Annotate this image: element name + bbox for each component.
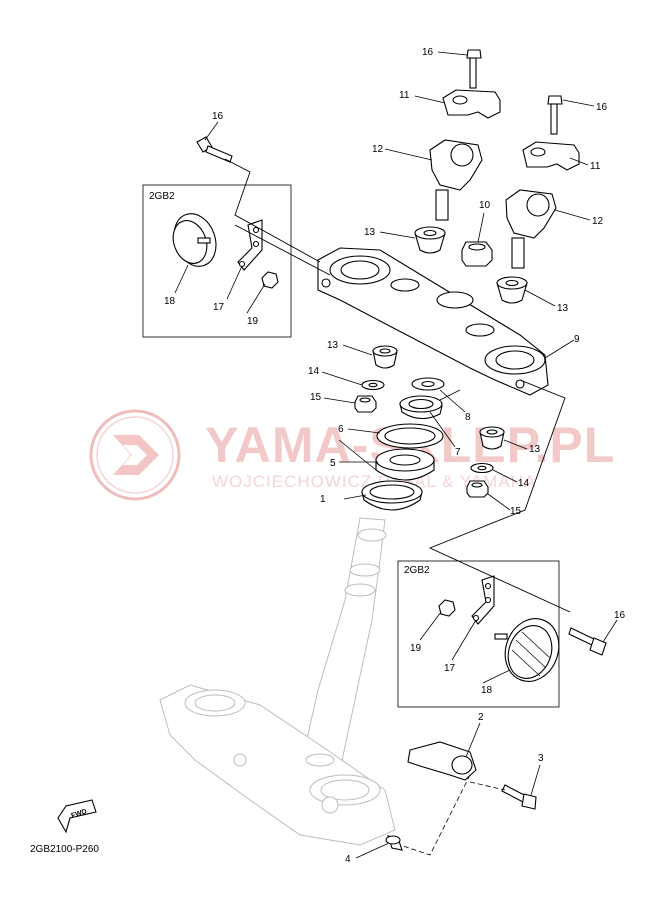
watermark: YAMA-SKLEP.PL WOJCIECHOWICZ RAFAL & YAMA… [89, 409, 614, 501]
under-bracket-stem [159, 517, 396, 846]
variant-box-right-code: 2GB2 [404, 565, 430, 576]
callout-17-right: 17 [444, 663, 456, 674]
diagram-code: 2GB2100-P260 [30, 844, 99, 855]
nut-10 [461, 241, 493, 267]
damper-13-right-lower [479, 426, 505, 450]
reflector-18-left [172, 213, 217, 267]
bracket-17-right [471, 575, 495, 625]
nut-19-right [438, 599, 456, 617]
bolt-3 [501, 784, 537, 810]
callout-16-right: 16 [614, 610, 626, 621]
callout-16-left: 16 [212, 111, 224, 122]
callout-16-right-top: 16 [596, 102, 608, 113]
bolt-16-top [466, 49, 482, 89]
callouts: 1 2 3 4 5 6 7 8 9 10 11 11 12 12 13 13 1… [164, 47, 626, 865]
nut-15-left [354, 395, 377, 413]
damper-13-right [496, 276, 528, 304]
callout-18-right: 18 [481, 685, 493, 696]
callout-14-left: 14 [308, 366, 320, 377]
callout-16-top: 16 [422, 47, 434, 58]
callout-10: 10 [479, 200, 491, 211]
watermark-logo [89, 409, 181, 501]
reflector-18-right [494, 618, 560, 682]
callout-9: 9 [574, 334, 580, 345]
holder-12-right [505, 189, 557, 269]
upper-bracket [317, 247, 549, 396]
callout-2: 2 [478, 712, 484, 723]
washer-14-left [361, 379, 385, 391]
watermark-owner: WOJCIECHOWICZ RAFAL & YAMAHA [212, 472, 536, 491]
bolt-16-right-top [547, 95, 563, 135]
callout-17-left: 17 [213, 302, 225, 313]
damper-13-left-lower [372, 345, 398, 369]
callout-4: 4 [345, 854, 351, 865]
fwd-arrow-icon: FWD [57, 799, 97, 834]
bolt-16-left [196, 136, 233, 163]
callout-8: 8 [465, 412, 471, 423]
callout-13-left-lower: 13 [327, 340, 339, 351]
callout-19-right: 19 [410, 643, 422, 654]
nut-15-right [466, 480, 489, 498]
holder-12-left [429, 139, 483, 221]
holder-11-left [442, 89, 501, 119]
variant-box-left [142, 184, 292, 338]
ring-nut-7 [399, 395, 443, 420]
bearing-race-1 [361, 480, 423, 511]
callout-14-right: 14 [518, 478, 530, 489]
collar-4 [385, 835, 403, 851]
bracket-17-left [237, 219, 263, 271]
callout-13-top: 13 [364, 227, 376, 238]
callout-7: 7 [455, 447, 461, 458]
callout-15-left: 15 [310, 392, 322, 403]
callout-12-left: 12 [372, 144, 384, 155]
assembly-lines [224, 158, 571, 856]
callout-13-right: 13 [557, 303, 569, 314]
bolt-16-right [568, 627, 607, 656]
callout-3: 3 [538, 753, 544, 764]
damper-13-top [414, 226, 446, 254]
callout-11-left: 11 [399, 90, 410, 101]
callout-18-left: 18 [164, 296, 176, 307]
bearing-5 [375, 448, 435, 481]
holder-11-right [522, 141, 580, 171]
variant-box-right [397, 560, 560, 708]
callout-6: 6 [338, 424, 344, 435]
callout-5: 5 [330, 458, 336, 469]
callout-15-right: 15 [510, 506, 522, 517]
callout-11-right: 11 [590, 161, 601, 172]
callout-19-left: 19 [247, 316, 259, 327]
callout-12-right: 12 [592, 216, 604, 227]
variant-box-left-code: 2GB2 [149, 191, 175, 202]
leader-lines [174, 51, 618, 859]
callout-13-right-lower: 13 [529, 444, 541, 455]
washer-14-right [470, 462, 494, 474]
washer-8 [411, 377, 445, 391]
callout-1: 1 [320, 494, 326, 505]
clamp-2 [407, 741, 477, 781]
fwd-label: FWD [70, 808, 87, 820]
seal-6 [376, 423, 444, 449]
